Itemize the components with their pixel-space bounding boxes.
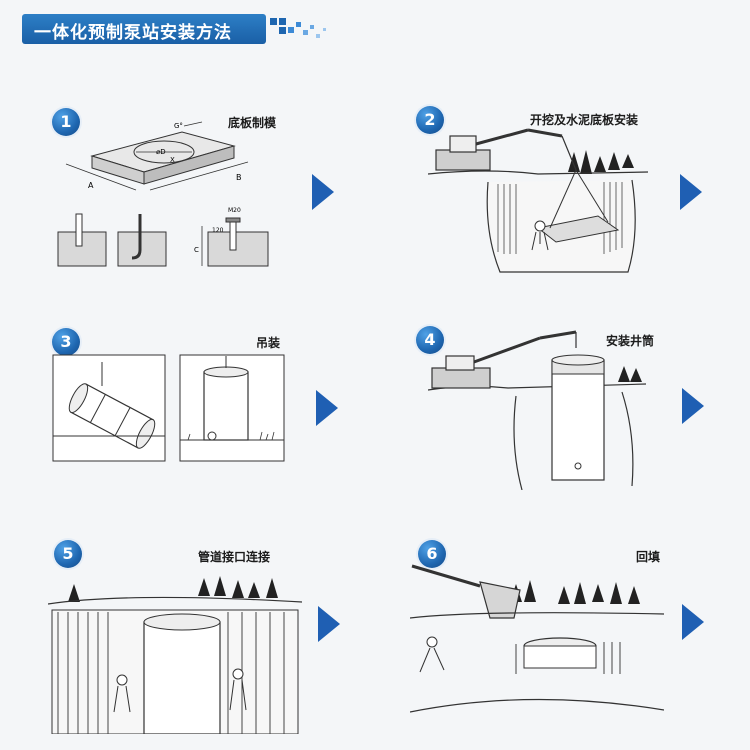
step-2-title: 开挖及水泥底板安装 [530, 113, 639, 127]
label-b: B [236, 173, 242, 182]
step-2-next-arrow [680, 174, 702, 210]
label-x: X [170, 156, 175, 164]
step-1-illustration: G° ⌀D X A B M20 C 120 [57, 121, 269, 267]
step-2-badge: 2 [416, 106, 444, 134]
step-3-badge: 3 [52, 328, 80, 356]
step-6-badge: 6 [418, 540, 446, 568]
step-2-illustration [428, 128, 648, 273]
step-1-badge: 1 [52, 108, 80, 136]
step-4-next-arrow [682, 388, 704, 424]
step-3-next-arrow [316, 390, 338, 426]
step-5-illustration [48, 576, 302, 734]
step-3-illustration [52, 354, 285, 462]
label-g: G° [174, 122, 183, 130]
label-c: C [194, 246, 199, 254]
page-title: 一体化预制泵站安装方法 [34, 23, 232, 43]
step-5-next-arrow [318, 606, 340, 642]
step-4-badge: 4 [416, 326, 444, 354]
label-120: 120 [212, 227, 224, 234]
page-header: 一体化预制泵站安装方法 [22, 14, 266, 44]
step-3-title: 吊装 [256, 336, 281, 350]
label-m20: M20 [228, 207, 241, 214]
step-1-title: 底板制模 [228, 116, 277, 130]
step-5-badge: 5 [54, 540, 82, 568]
label-d: ⌀D [156, 148, 166, 156]
step-5-title: 管道接口连接 [198, 550, 271, 564]
step-6-illustration [410, 564, 664, 713]
step-6-next-arrow [682, 604, 704, 640]
decor-squares [270, 18, 326, 38]
label-a: A [88, 181, 94, 190]
step-4-illustration [428, 330, 646, 490]
step-4-title: 安装井筒 [606, 334, 655, 348]
step-6-title: 回填 [636, 550, 661, 564]
step-1-next-arrow [312, 174, 334, 210]
